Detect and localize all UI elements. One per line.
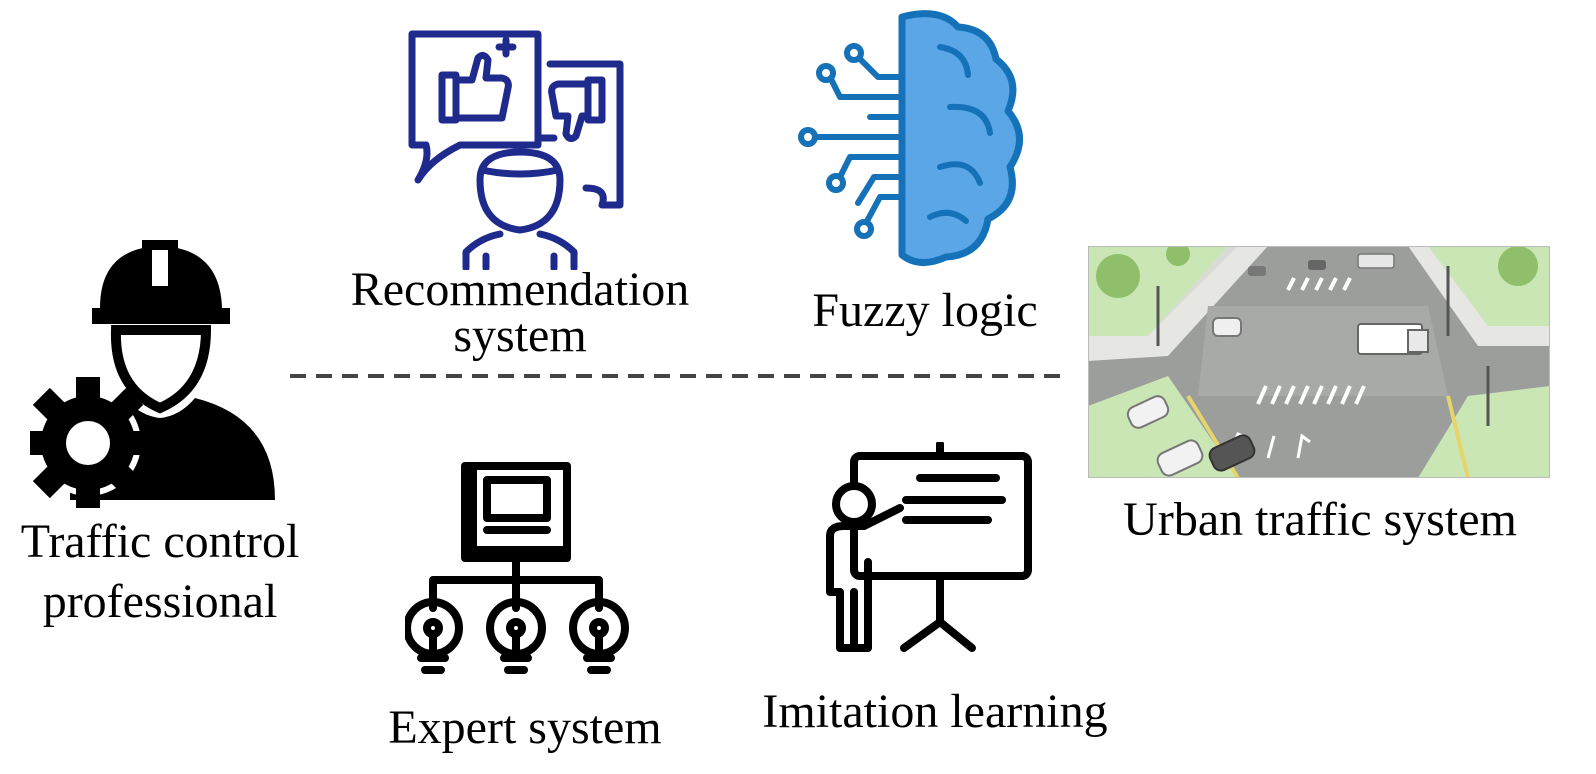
recommendation-node: Recommendation system: [320, 10, 720, 370]
fuzzy-label: Fuzzy logic: [812, 284, 1038, 337]
imitation-node: Imitation learning: [740, 438, 1130, 748]
expert-label: Expert system: [388, 701, 662, 754]
urban-label: Urban traffic system: [1123, 493, 1517, 546]
urban-node: Urban traffic system: [1080, 240, 1560, 560]
engineer-gear-icon: [30, 240, 275, 508]
dashed-divider: [290, 374, 1060, 378]
professional-label-line2: professional: [42, 575, 278, 628]
brain-circuit-icon: [798, 10, 1023, 266]
computer-lightbulb-tree-icon: [405, 462, 629, 674]
expert-node: Expert system: [360, 450, 690, 760]
recommendation-feedback-icon: [408, 30, 624, 270]
presenter-board-icon: [826, 442, 1032, 652]
professional-label-line1: Traffic control: [20, 515, 300, 568]
intersection-scene: [1088, 246, 1550, 478]
recommendation-label-line2: system: [453, 309, 587, 362]
imitation-label: Imitation learning: [762, 685, 1108, 738]
recommendation-label-line1: Recommendation: [350, 263, 690, 316]
fuzzy-node: Fuzzy logic: [780, 5, 1070, 345]
professional-node: Traffic control professional: [0, 230, 320, 640]
